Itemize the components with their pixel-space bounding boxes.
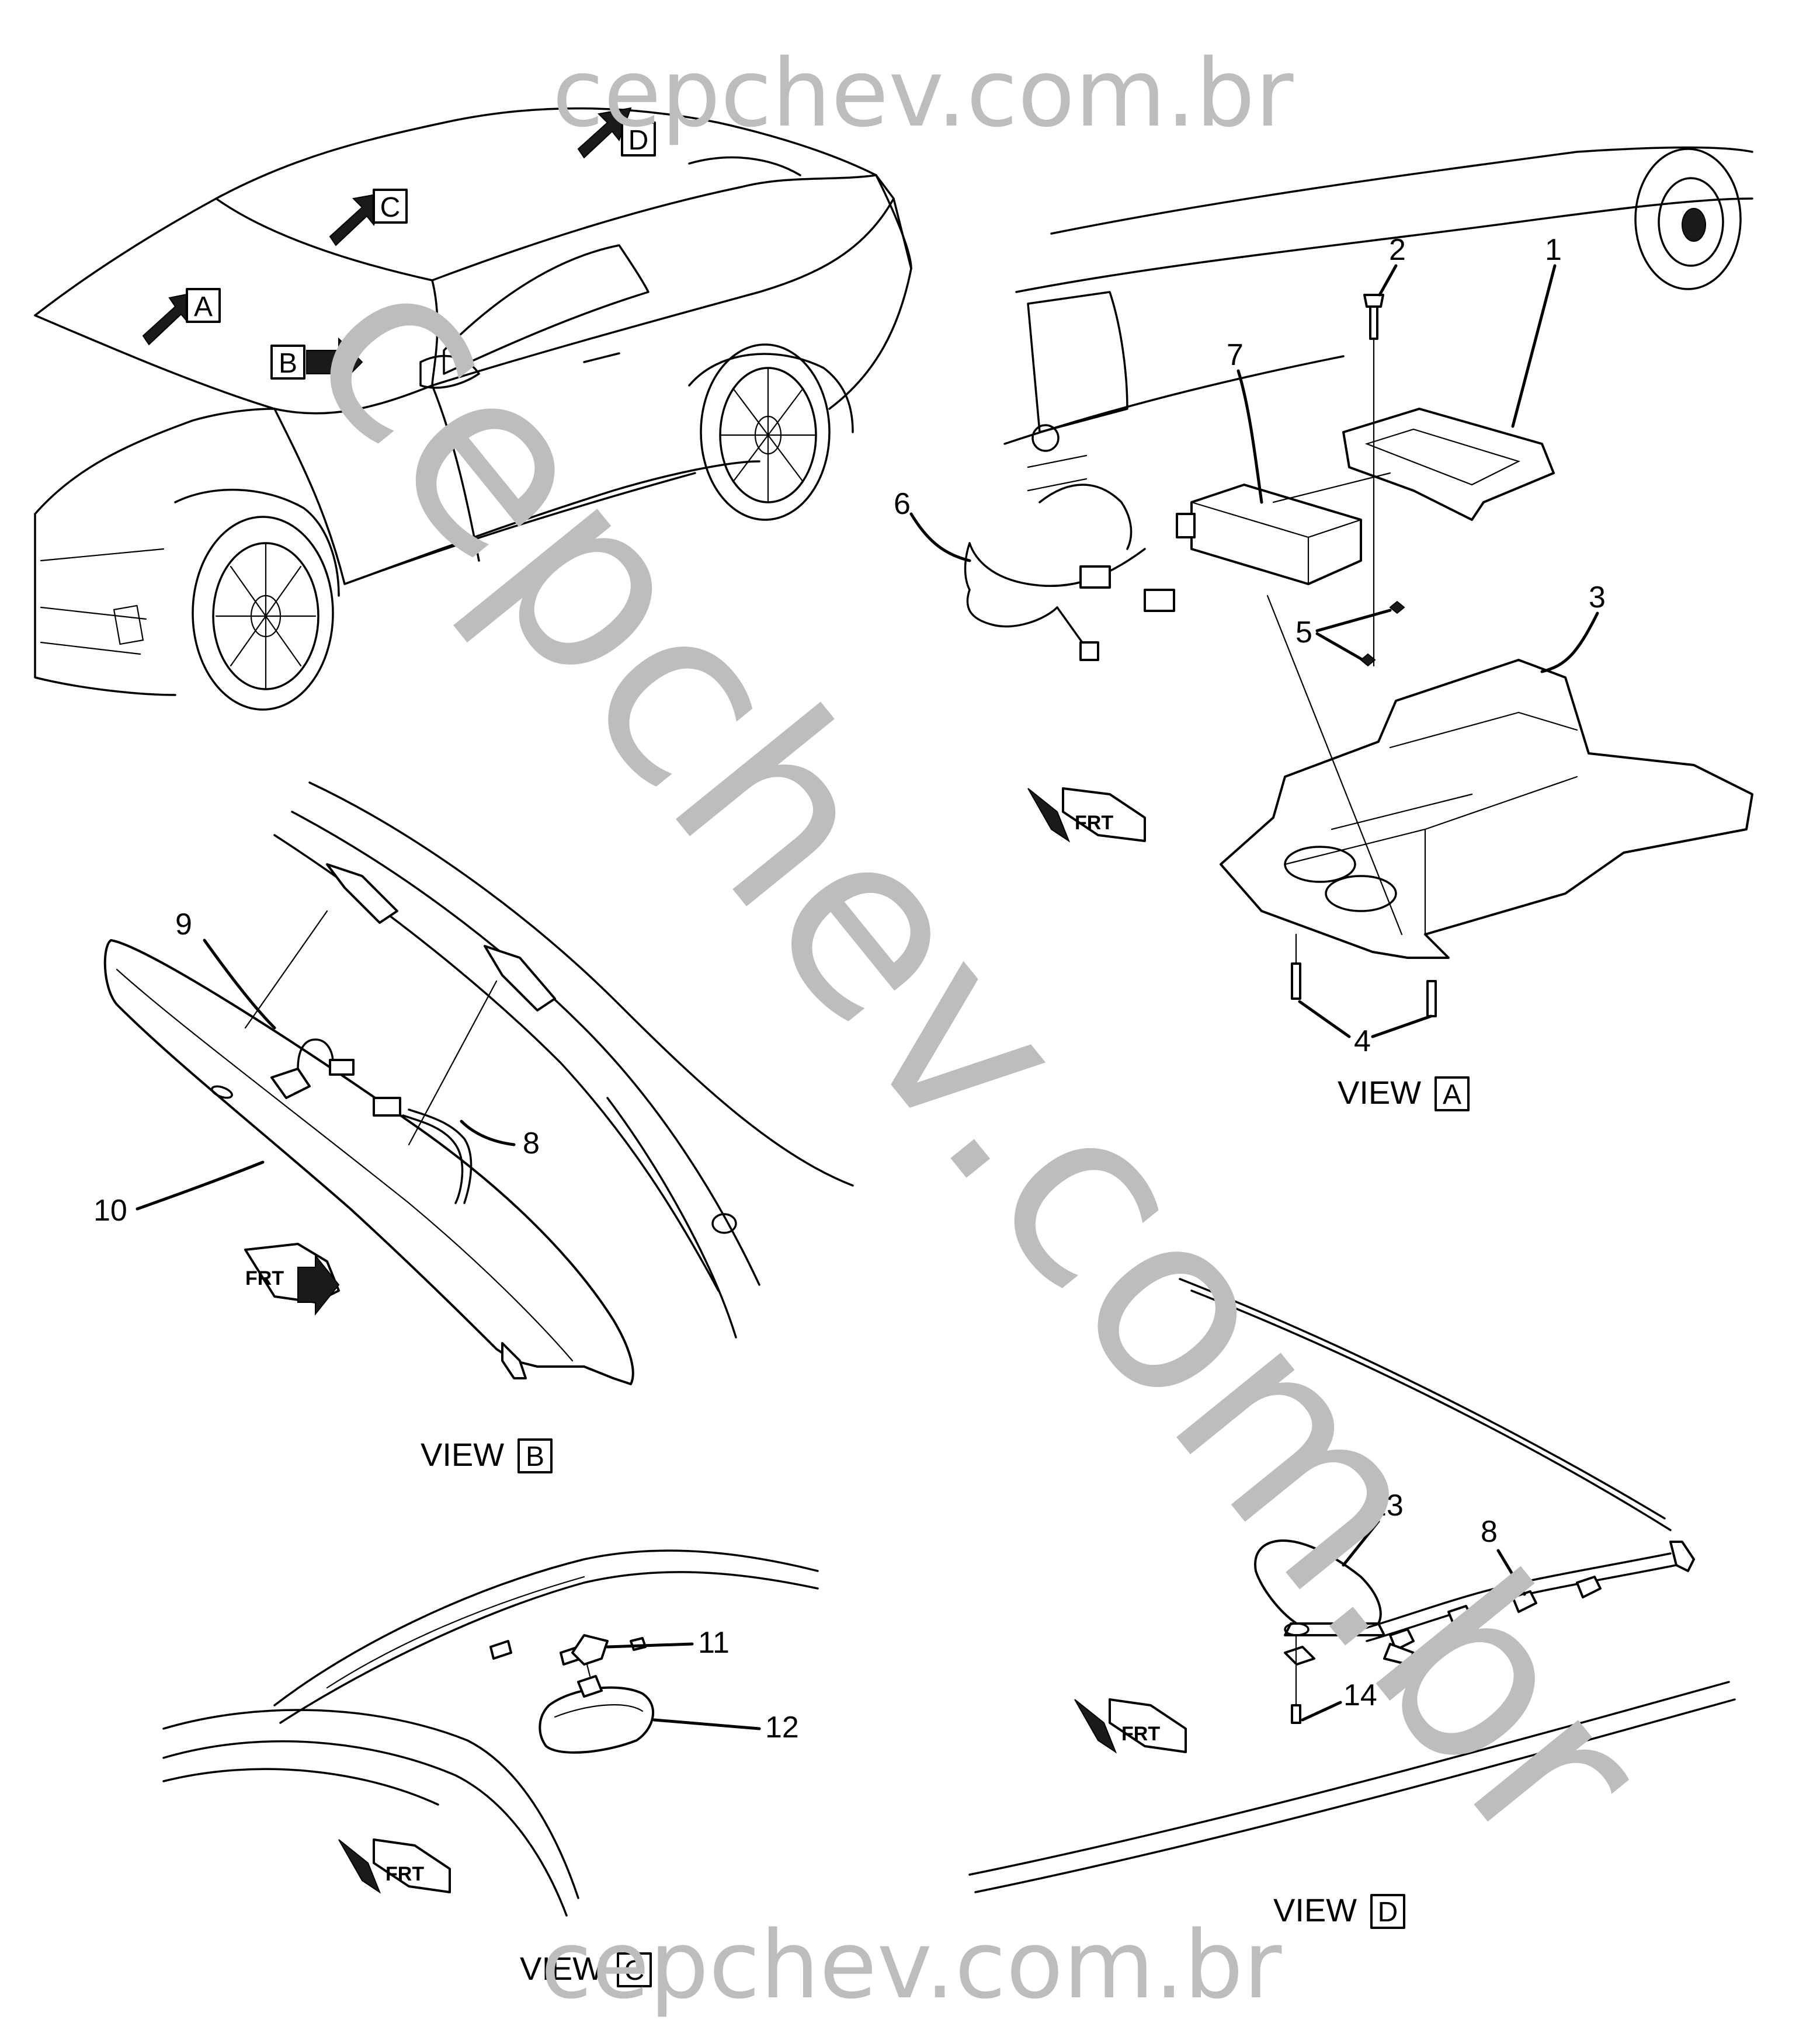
view-d-label: VIEW D [1273,1892,1405,1929]
view-b-label: VIEW B [421,1436,553,1473]
callouts-view-a: 1 2 3 4 5 6 7 [894,233,1606,1058]
callout-8-d: 8 [1481,1515,1498,1549]
view-d-text: VIEW [1273,1892,1357,1928]
callout-4: 4 [1354,1024,1371,1058]
view-c-label: VIEW C [520,1950,652,1987]
view-arrow-d-label: D [628,125,649,156]
frt-indicator-d: FRT [1074,1698,1187,1754]
callouts-view-d: 13 8 14 [1301,1489,1526,1722]
callout-9: 9 [175,908,192,941]
frt-label-c: FRT [385,1863,424,1885]
callout-6: 6 [894,487,911,521]
callout-1: 1 [1545,233,1562,267]
callouts-view-c: 11 12 [606,1626,799,1744]
callout-11: 11 [698,1626,730,1660]
frt-label-d: FRT [1121,1723,1160,1745]
view-a-text: VIEW [1338,1074,1421,1111]
watermark-bottom: cepchev.com.br [541,1910,1282,2019]
view-arrow-a[interactable]: A [142,288,221,346]
view-arrow-b-label: B [279,348,297,379]
frt-indicator-b: FRT [244,1243,340,1316]
callout-7: 7 [1227,338,1244,372]
view-c-illustration [162,1549,819,1917]
callout-12: 12 [765,1711,799,1744]
callouts-view-b: 9 8 10 [93,908,540,1228]
callout-8-b: 8 [523,1127,540,1160]
view-c-letter: C [624,1955,645,1986]
view-b-illustration [103,781,854,1385]
view-a-illustration [964,146,1753,1017]
view-c-text: VIEW [520,1950,603,1987]
callout-2: 2 [1389,233,1406,267]
callout-5: 5 [1295,616,1312,649]
view-arrow-a-label: A [194,291,213,322]
frt-indicator-a: FRT [1027,787,1146,843]
watermark-top: cepchev.com.br [553,39,1294,148]
view-arrow-d[interactable]: D [577,107,656,159]
callout-3: 3 [1589,581,1606,614]
view-arrow-b[interactable]: B [270,337,363,387]
frt-indicator-c: FRT [338,1838,451,1894]
view-a-letter: A [1443,1079,1461,1110]
view-d-letter: D [1378,1897,1398,1928]
view-a-label: VIEW A [1338,1074,1470,1111]
view-arrow-c[interactable]: C [329,189,408,246]
callout-13: 13 [1370,1489,1404,1522]
view-b-text: VIEW [421,1436,504,1473]
view-d-illustration [968,1278,1736,1893]
frt-label-a: FRT [1075,812,1113,834]
vehicle-overview [34,107,912,711]
frt-label-b: FRT [245,1267,284,1289]
callout-10: 10 [93,1194,127,1228]
view-arrow-c-label: C [380,192,401,223]
view-b-letter: B [526,1441,544,1472]
callout-14: 14 [1343,1678,1377,1712]
